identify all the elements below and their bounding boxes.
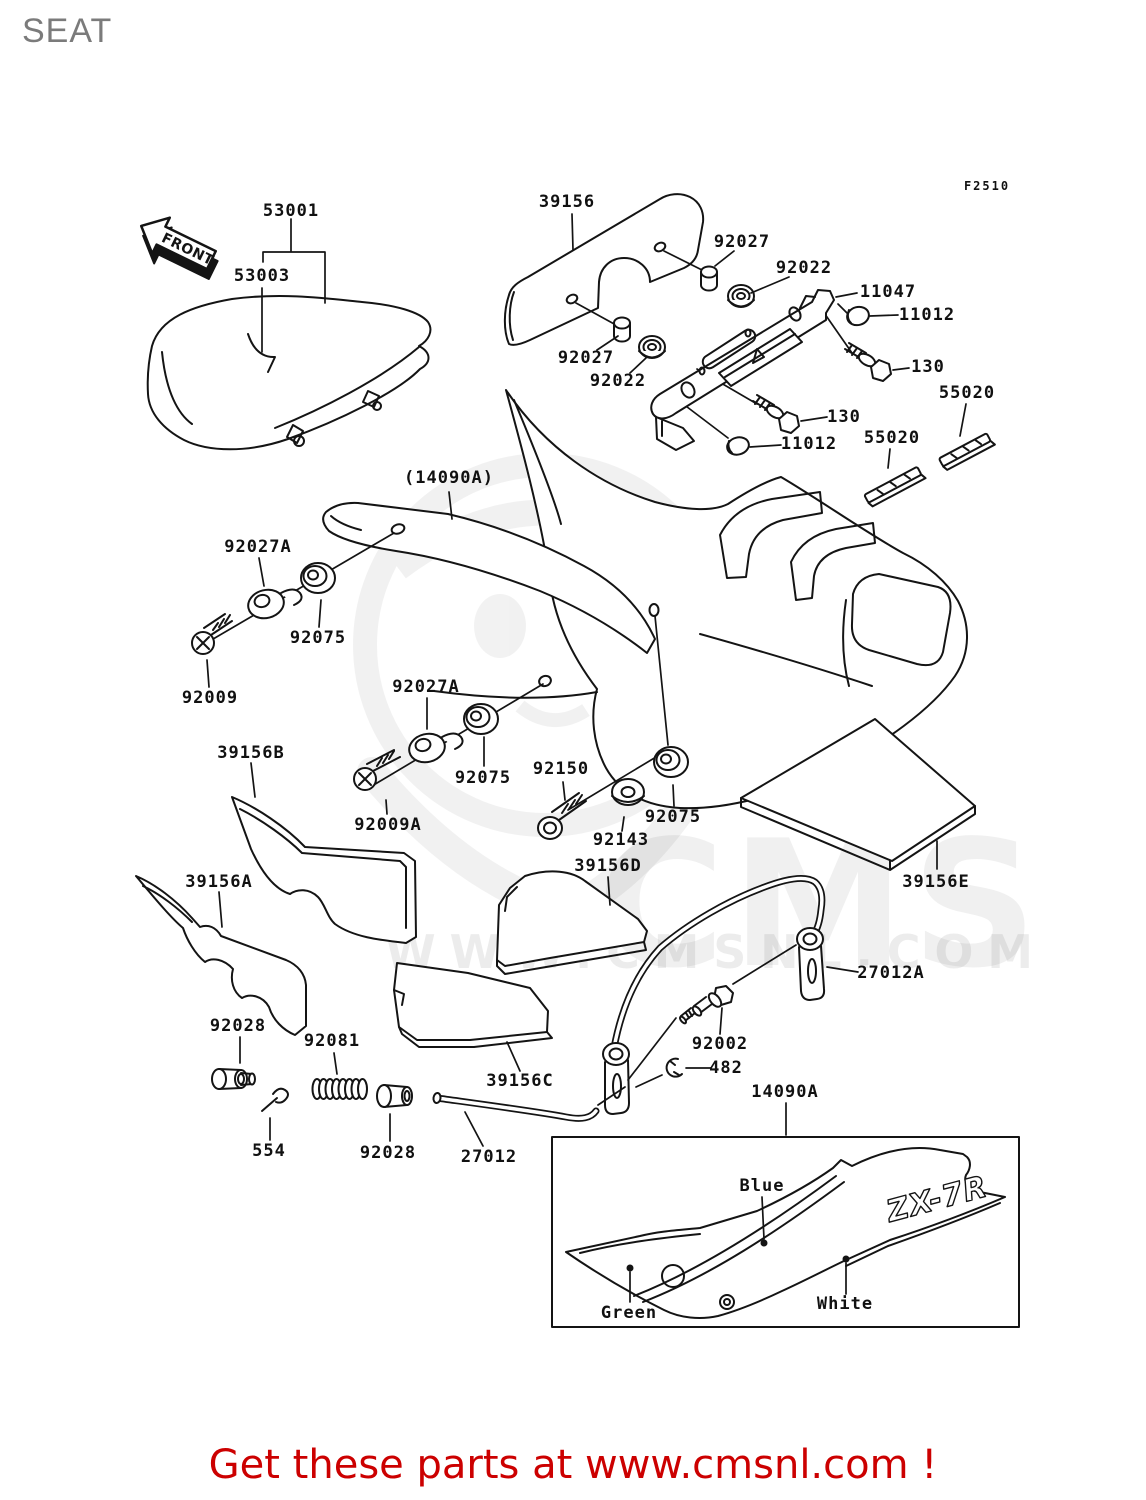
side-blade-14090a bbox=[322, 491, 656, 654]
watermark-site-text: WWW.CMSNL.COM bbox=[385, 925, 1040, 979]
tail-cowl bbox=[433, 389, 968, 810]
trim-strips-55020 bbox=[863, 403, 996, 508]
middle-fasteners bbox=[353, 615, 689, 840]
bracket-fasteners bbox=[596, 250, 910, 456]
seat-pad-39156 bbox=[503, 193, 705, 346]
page-title: SEAT bbox=[22, 12, 113, 50]
upper-left-fasteners bbox=[191, 532, 395, 688]
seat-lock-hardware bbox=[211, 874, 859, 1147]
side-pads bbox=[135, 762, 648, 1072]
rubber-sheet-39156e bbox=[740, 718, 976, 871]
mounting-bracket bbox=[650, 289, 853, 451]
footer-cta[interactable]: Get these parts at www.cmsnl.com ! bbox=[208, 1442, 938, 1488]
decal-preview-box: ZX-7R bbox=[551, 1102, 1020, 1328]
seat-assembly bbox=[146, 218, 432, 451]
front-arrow: FRONT bbox=[139, 216, 219, 280]
